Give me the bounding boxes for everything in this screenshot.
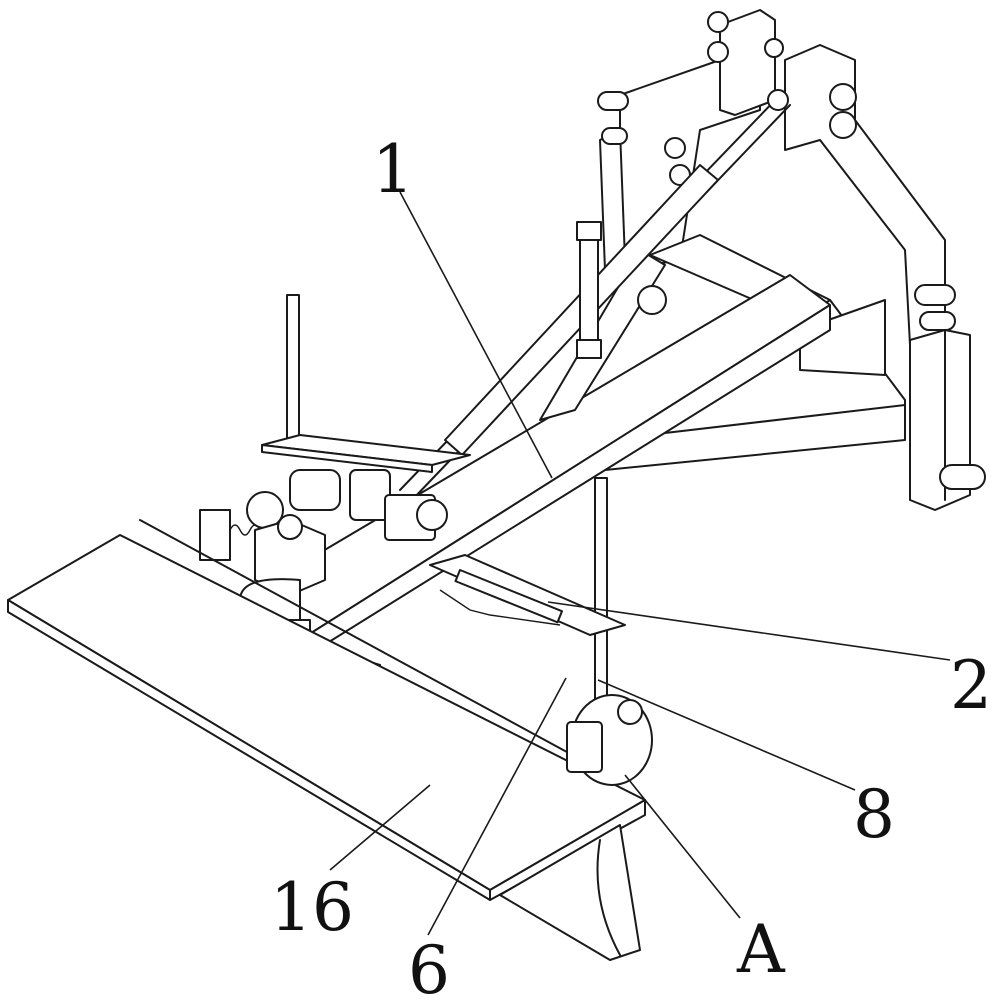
leader-6 bbox=[427, 677, 567, 936]
leader-1 bbox=[399, 191, 553, 479]
bolt-icon bbox=[707, 11, 729, 33]
label-8: 8 bbox=[853, 776, 895, 853]
bolt-icon bbox=[664, 137, 686, 159]
label-16: 16 bbox=[270, 869, 354, 946]
label-6: 6 bbox=[408, 932, 450, 1000]
plough-blade bbox=[7, 519, 646, 961]
label-A: A bbox=[736, 911, 786, 988]
pin-icon bbox=[919, 311, 956, 331]
leader-A bbox=[624, 774, 741, 919]
label-2: 2 bbox=[950, 647, 992, 724]
pin-icon bbox=[601, 127, 628, 145]
leader-8 bbox=[597, 679, 856, 791]
nut-icon bbox=[637, 285, 667, 315]
bolt-icon bbox=[707, 41, 729, 63]
pin-icon bbox=[597, 91, 629, 111]
adjustment-rod bbox=[429, 477, 653, 786]
leader-16 bbox=[329, 784, 431, 871]
leader-2 bbox=[547, 601, 951, 661]
vertical-bolt bbox=[576, 221, 667, 359]
nut-icon bbox=[416, 499, 448, 531]
motor-icon bbox=[289, 469, 341, 511]
bolt-icon bbox=[829, 83, 857, 111]
leader-lines bbox=[329, 191, 951, 936]
bolt-icon bbox=[829, 111, 857, 139]
label-1: 1 bbox=[372, 131, 414, 208]
pin-icon bbox=[939, 464, 986, 490]
reference-labels: 1 2 8 16 6 A bbox=[270, 131, 992, 1000]
bolt-icon bbox=[764, 38, 784, 58]
pin-icon bbox=[914, 284, 956, 306]
